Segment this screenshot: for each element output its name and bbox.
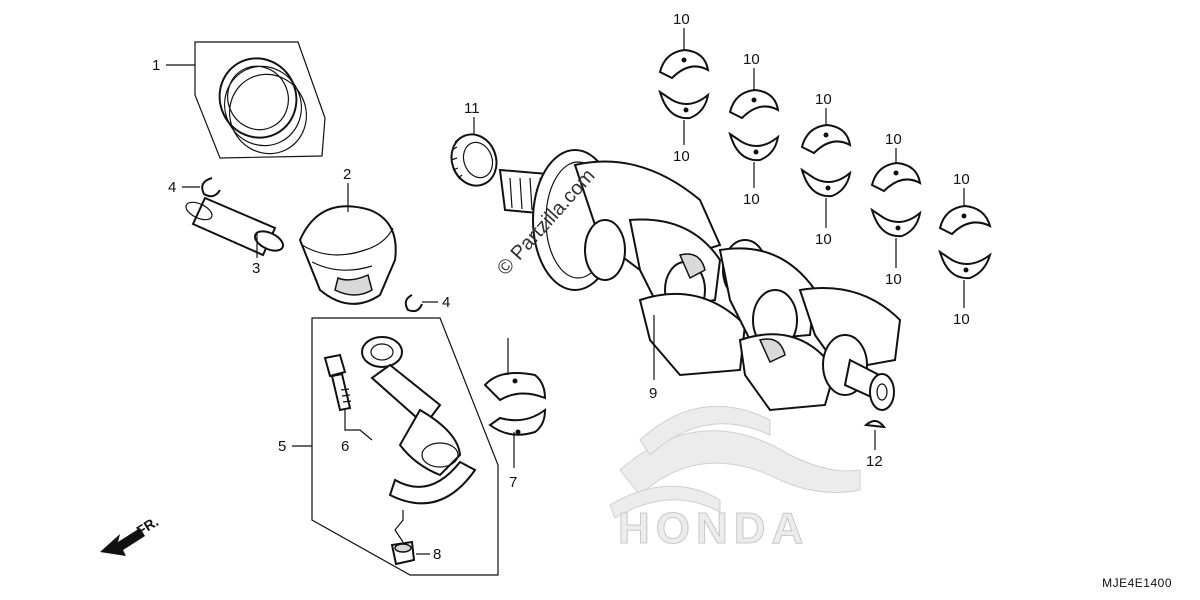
callout-10-j[interactable]: 10 bbox=[953, 311, 970, 328]
main-bearing-pair-5[interactable] bbox=[938, 204, 992, 280]
callout-11[interactable]: 11 bbox=[464, 100, 480, 117]
main-bearing-pair-4[interactable] bbox=[870, 161, 922, 238]
connecting-rod-nut[interactable] bbox=[390, 540, 416, 566]
callout-10-c[interactable]: 10 bbox=[743, 51, 760, 68]
callout-6[interactable]: 6 bbox=[341, 438, 349, 455]
callout-10-h[interactable]: 10 bbox=[885, 271, 902, 288]
connecting-rod-bolt[interactable] bbox=[323, 353, 352, 412]
callout-3[interactable]: 3 bbox=[252, 260, 260, 277]
callout-1[interactable]: 1 bbox=[152, 57, 160, 74]
callout-8[interactable]: 8 bbox=[433, 546, 441, 563]
crankshaft[interactable] bbox=[498, 149, 902, 412]
callout-5[interactable]: 5 bbox=[278, 438, 286, 455]
piston-pin[interactable] bbox=[183, 196, 286, 257]
connecting-rod-bearing[interactable] bbox=[483, 372, 547, 436]
callout-9[interactable]: 9 bbox=[649, 385, 657, 402]
honda-brand-watermark: HONDA bbox=[618, 504, 809, 553]
main-bearing-pair-3[interactable] bbox=[800, 123, 852, 198]
callout-7[interactable]: 7 bbox=[509, 474, 517, 491]
main-bearing-pair-1[interactable] bbox=[658, 48, 710, 120]
piston-pin-clip-right[interactable] bbox=[404, 294, 423, 313]
piston-pin-clip-left[interactable] bbox=[201, 177, 221, 198]
front-direction-arrow-icon bbox=[100, 528, 145, 556]
callout-4-left[interactable]: 4 bbox=[168, 179, 176, 196]
callout-2[interactable]: 2 bbox=[343, 166, 351, 183]
callout-10-d[interactable]: 10 bbox=[743, 191, 760, 208]
woodruff-key[interactable] bbox=[863, 420, 887, 429]
diagram-code: MJE4E1400 bbox=[1102, 576, 1172, 590]
callout-10-f[interactable]: 10 bbox=[815, 231, 832, 248]
callout-10-b[interactable]: 10 bbox=[673, 148, 690, 165]
main-bearing-pair-2[interactable] bbox=[728, 88, 780, 162]
piston[interactable] bbox=[298, 205, 397, 305]
callout-12[interactable]: 12 bbox=[866, 453, 883, 470]
piston-ring-set[interactable] bbox=[194, 41, 326, 166]
honda-wing-watermark bbox=[609, 405, 861, 519]
callout-10-g[interactable]: 10 bbox=[885, 131, 902, 148]
callout-10-e[interactable]: 10 bbox=[815, 91, 832, 108]
callout-10-i[interactable]: 10 bbox=[953, 171, 970, 188]
leader-lines bbox=[166, 28, 965, 555]
connecting-rod-assembly[interactable] bbox=[311, 317, 499, 576]
callout-4-right[interactable]: 4 bbox=[442, 294, 450, 311]
callout-10-a[interactable]: 10 bbox=[673, 11, 690, 28]
crankshaft-sprocket[interactable] bbox=[444, 128, 503, 192]
